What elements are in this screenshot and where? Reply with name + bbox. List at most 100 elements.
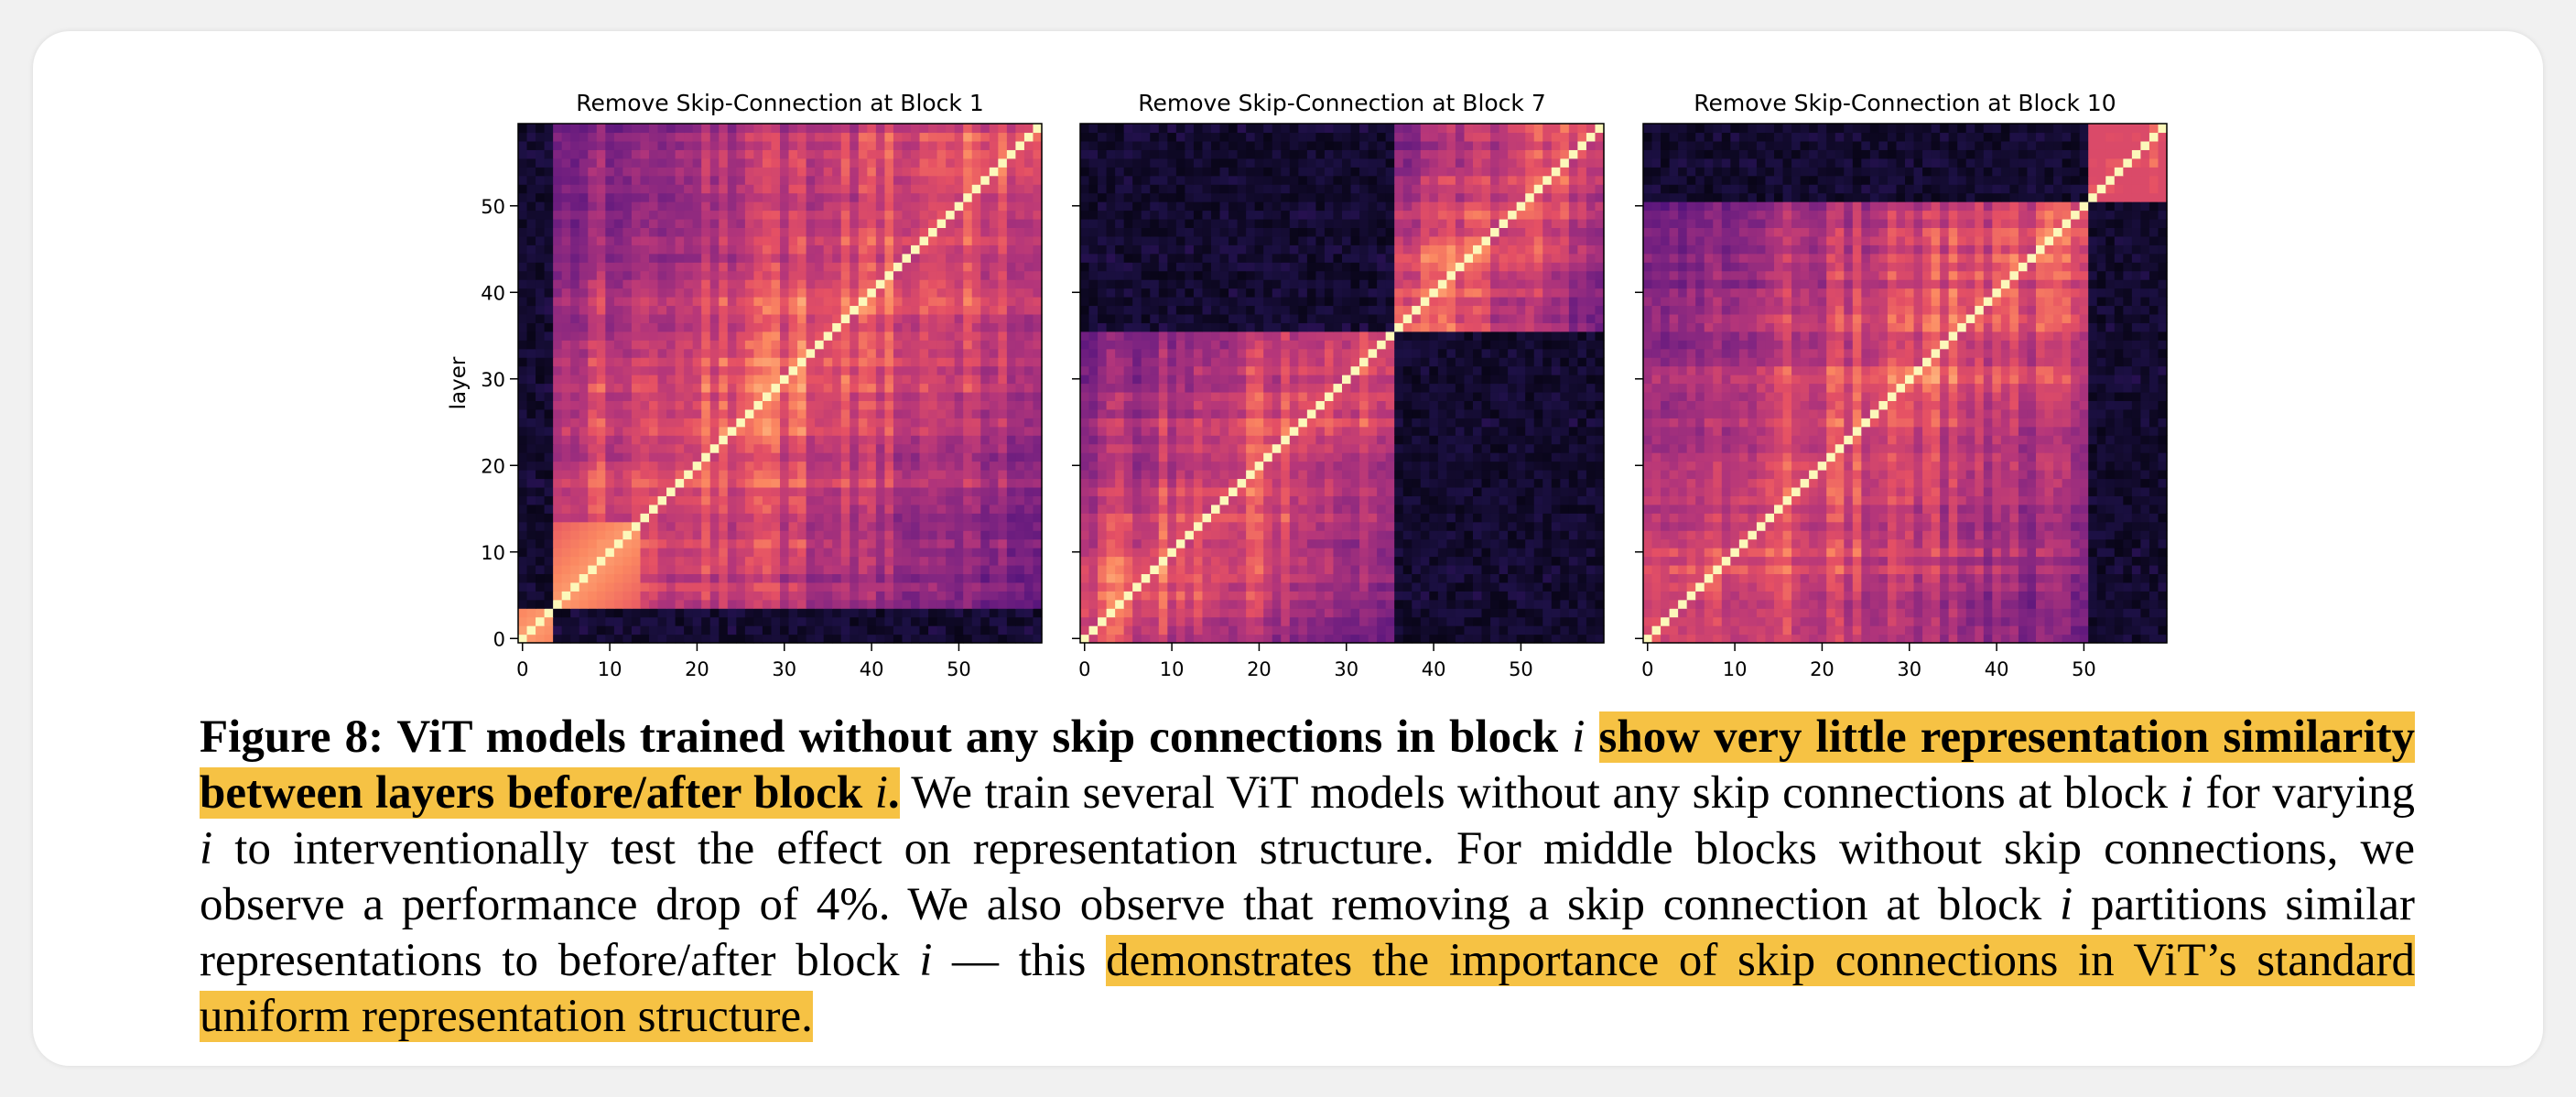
heatmap-cell	[1482, 495, 1491, 505]
heatmap-cell	[998, 227, 1007, 236]
heatmap-cell	[1098, 565, 1107, 574]
heatmap-cell	[797, 384, 806, 393]
heatmap-cell	[789, 349, 798, 358]
heatmap-cell	[1534, 513, 1543, 522]
heatmap-cell	[719, 513, 728, 522]
heatmap-cell	[545, 184, 554, 193]
heatmap-cell	[1185, 600, 1194, 609]
heatmap-cell	[710, 349, 720, 358]
heatmap-cell	[1315, 530, 1325, 539]
heatmap-cell	[1333, 522, 1342, 531]
heatmap-cell	[1281, 495, 1290, 505]
heatmap-cell	[771, 452, 780, 462]
heatmap-cell	[780, 322, 789, 331]
heatmap-cell	[824, 444, 833, 453]
heatmap-cell	[893, 314, 903, 323]
heatmap-cell	[763, 227, 772, 236]
heatmap-cell	[1115, 565, 1124, 574]
heatmap-cell	[545, 591, 554, 600]
heatmap-cell	[789, 557, 798, 566]
heatmap-cell	[990, 505, 999, 514]
heatmap-cell	[928, 219, 937, 228]
heatmap-cell	[640, 141, 649, 150]
heatmap-cell	[1552, 565, 1561, 574]
heatmap-cell	[1542, 582, 1552, 592]
heatmap-cell	[579, 409, 589, 418]
heatmap-cell	[1033, 375, 1042, 384]
heatmap-cell	[1569, 600, 1578, 609]
heatmap-cell	[998, 244, 1007, 254]
heatmap-cell	[850, 635, 859, 644]
heatmap-cell	[1007, 271, 1016, 280]
heatmap-cell	[1464, 444, 1473, 453]
heatmap-cell	[771, 141, 780, 150]
heatmap-cell	[1220, 608, 1229, 617]
heatmap-cell	[859, 271, 868, 280]
heatmap-cell	[1142, 495, 1151, 505]
heatmap-cell	[536, 418, 545, 427]
heatmap-cell	[876, 254, 885, 263]
heatmap-cell	[1033, 505, 1042, 514]
heatmap-cell	[884, 409, 893, 418]
heatmap-cell	[1569, 548, 1578, 557]
heatmap-cell	[562, 305, 571, 314]
heatmap-cell	[815, 297, 824, 306]
heatmap-cell	[937, 193, 947, 202]
heatmap-cell	[972, 297, 981, 306]
heatmap-cell	[980, 201, 990, 211]
heatmap-cell	[701, 418, 710, 427]
heatmap-cell	[763, 478, 772, 487]
heatmap-cell	[850, 625, 859, 635]
heatmap-cell	[1024, 331, 1034, 341]
heatmap-cell	[553, 573, 562, 582]
heatmap-cell	[1080, 625, 1089, 635]
heatmap-cell	[570, 167, 579, 176]
heatmap-cell	[666, 314, 676, 323]
heatmap-cell	[780, 149, 789, 158]
heatmap-cell	[1228, 478, 1238, 487]
heatmap-cell	[545, 539, 554, 548]
heatmap-cell	[1560, 505, 1569, 514]
heatmap-cell	[980, 452, 990, 462]
heatmap-cell	[876, 340, 885, 349]
heatmap-cell	[911, 227, 920, 236]
heatmap-cell	[1115, 557, 1124, 566]
heatmap-cell	[824, 314, 833, 323]
heatmap-cell	[824, 478, 833, 487]
heatmap-cell	[1333, 470, 1342, 479]
heatmap-cell	[789, 141, 798, 150]
heatmap-cell	[1517, 487, 1526, 496]
heatmap-cell	[1298, 625, 1307, 635]
heatmap-cell	[1482, 505, 1491, 514]
heatmap-cell	[1577, 522, 1586, 531]
heatmap-cell	[736, 384, 745, 393]
heatmap-cell	[797, 279, 806, 288]
heatmap-cell	[797, 227, 806, 236]
heatmap-cell	[1024, 288, 1034, 298]
heatmap-cell	[946, 522, 955, 531]
heatmap-cell	[1033, 366, 1042, 375]
heatmap-cell	[1238, 539, 1247, 548]
heatmap-cell	[920, 219, 929, 228]
heatmap-cell	[1394, 565, 1403, 574]
heatmap-cell	[955, 591, 964, 600]
heatmap-cell	[1569, 591, 1578, 600]
heatmap-cell	[1473, 530, 1482, 539]
heatmap-cell	[806, 297, 816, 306]
heatmap-cell	[640, 357, 649, 366]
heatmap-cell	[1033, 149, 1042, 158]
heatmap-cell	[1142, 487, 1151, 496]
heatmap-cell	[806, 244, 816, 254]
heatmap-cell	[771, 349, 780, 358]
heatmap-cell	[832, 322, 841, 331]
heatmap-cell	[789, 513, 798, 522]
heatmap-cell	[815, 211, 824, 220]
heatmap-cell	[911, 357, 920, 366]
heatmap-cell	[832, 366, 841, 375]
heatmap-cell	[1386, 530, 1395, 539]
heatmap-cell	[911, 435, 920, 444]
heatmap-cell	[1577, 635, 1586, 644]
heatmap-cell	[666, 297, 676, 306]
heatmap-cell	[701, 349, 710, 358]
heatmap-cell	[902, 349, 911, 358]
